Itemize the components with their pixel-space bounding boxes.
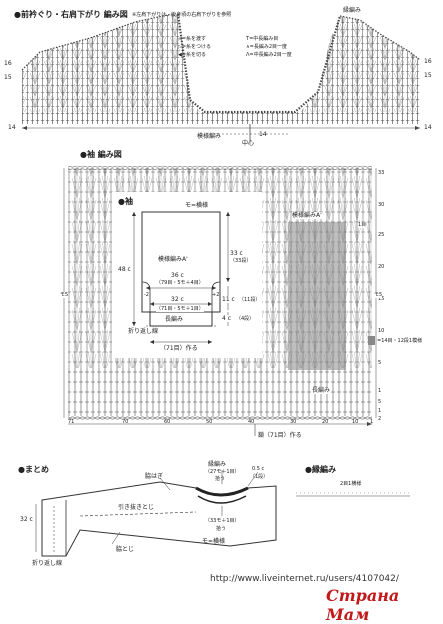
row-number-mid: 14	[259, 131, 267, 138]
center-label: 中心	[242, 140, 255, 147]
tick-20: 20	[322, 419, 329, 425]
edge-sub: （27モ＋1目）	[205, 469, 240, 475]
bullet-icon: ●	[305, 465, 312, 474]
sleeve-top-label: モ=横様	[185, 202, 209, 209]
top-chart-title: ●前衿ぐり・右肩下がり 編み図	[14, 10, 128, 19]
width-32-sub: （71目・5モ＋1目）	[156, 306, 204, 312]
width-36: 36 c	[171, 272, 184, 279]
height-33-sub: （33段）	[230, 258, 252, 264]
row-number-25: 25	[378, 232, 385, 238]
chain-make-label: 鎖（71目）作る	[258, 432, 302, 439]
bullet-icon: ●	[18, 465, 25, 474]
cuff-size: 32 c	[20, 516, 33, 523]
row-number-30: 30	[378, 202, 385, 208]
seam-label: 脇はぎ	[145, 473, 164, 480]
tick-1: 1	[370, 419, 374, 425]
row-number-15: 15	[378, 296, 385, 302]
height-4-sub: （4段）	[236, 316, 255, 322]
legend-item-dc2tog: ∧=長編み2目一度	[246, 44, 288, 50]
sleeve-pattern-label: 模様編みA'	[158, 256, 188, 263]
height-48: 48 c	[118, 266, 131, 273]
tick-71: 71	[68, 419, 75, 425]
width-32: 32 c	[171, 296, 184, 303]
row-number-bottom-2: 2	[378, 416, 382, 422]
shaded-legend: =14目・12段1模様	[377, 338, 423, 344]
row-number-right-16: 16	[424, 58, 432, 65]
tick-70: 70	[122, 419, 129, 425]
fold-line-bottom: 折り返し線	[32, 560, 63, 567]
pattern-a-label: 模様編みA'	[292, 212, 322, 219]
watermark-url[interactable]: http://www.liveinternet.ru/users/4107042…	[210, 574, 399, 584]
sleeve-diagram-title: ●袖	[118, 197, 133, 206]
pickup-label: 拾う	[215, 476, 226, 482]
edge-pattern-title: ●縁編み	[305, 465, 336, 474]
pull-label: 引き抜きとじ	[118, 504, 155, 511]
pickup2-sub: 拾う	[216, 526, 227, 532]
height-11: 11 c	[222, 296, 235, 303]
size-05: 0.5 c	[252, 466, 265, 472]
mo-right-label: モ5	[374, 292, 383, 298]
row-number-bottom-right: 14	[424, 124, 432, 131]
edge-pattern-subtitle: 2目1横様	[340, 481, 362, 487]
legend-item-hdc2tog: Λ=中長編み2目一度	[246, 52, 292, 58]
row-number-bottom-5: 5	[378, 399, 382, 405]
top-chart-note: ※左肩下がりは、後身頃の右肩下がりを参照	[132, 12, 232, 18]
neckline-chart	[21, 13, 421, 142]
row-number-bottom-left: 14	[8, 124, 16, 131]
height-4: 4 c	[222, 315, 232, 322]
watermark-brand-box: Страна Мам	[326, 586, 439, 624]
assembly-edge-label: 縁編み	[208, 461, 227, 468]
row-number-1: 1	[378, 388, 382, 394]
tick-40: 40	[248, 419, 255, 425]
row-number-left-15: 15	[4, 74, 12, 81]
row-number-left-16: 16	[4, 60, 12, 67]
side-seam-label: 脇とじ	[116, 546, 135, 553]
row-number-5: 5	[378, 360, 382, 366]
tick-60: 60	[164, 419, 171, 425]
fold-line-label: 折り返し線	[128, 328, 159, 335]
top-pattern-label: 模様編み	[197, 133, 222, 140]
minus-mark: -2	[144, 292, 149, 298]
watermark-brand: Страна Мам	[326, 586, 400, 624]
row-1-label: （1段）	[250, 474, 269, 480]
sleeve-chart-title: ●袖 編み図	[80, 150, 122, 159]
sleeve-chain-make: （71目）作る	[160, 345, 198, 352]
bullet-icon: ●	[80, 150, 87, 159]
long-stitch-label: 長編み	[312, 387, 331, 394]
tick-50: 50	[206, 419, 213, 425]
row-number-33: 33	[378, 170, 385, 176]
assembly-diagram	[35, 470, 410, 557]
height-11-sub: （11段）	[239, 297, 261, 303]
row-number-20: 20	[378, 264, 385, 270]
legend-item-hdc: T=中長編み目	[246, 36, 279, 42]
bullet-icon: ●	[118, 197, 125, 206]
assembly-title: ●まとめ	[18, 465, 49, 474]
assembly-mo-note: モ=横様	[202, 538, 226, 545]
row-number-bottom-1: 1	[378, 408, 382, 414]
chain-right-label: 1目	[358, 222, 367, 228]
width-36-sub: （79目・5モ＋4目）	[156, 280, 204, 286]
bullet-icon: ●	[14, 10, 21, 19]
tick-10: 10	[352, 419, 359, 425]
plus-mark: +2	[212, 292, 220, 298]
height-33: 33 c	[230, 250, 243, 257]
tick-30: 30	[290, 419, 297, 425]
mo-left-label: モ5	[60, 292, 69, 298]
sleeve-long-stitch: 長編み	[165, 316, 184, 323]
row-number-right-15: 15	[424, 72, 432, 79]
row-number-10: 10	[378, 328, 385, 334]
sleeve-outline	[132, 211, 230, 344]
edge-label: 縁編み	[343, 7, 362, 14]
pickup2: （33モ＋1目）	[205, 518, 240, 524]
